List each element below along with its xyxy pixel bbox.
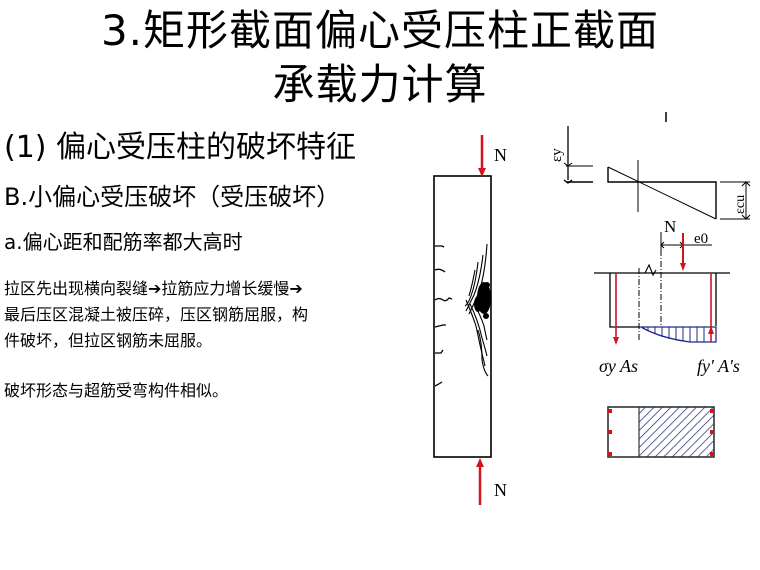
top-load-arrow-icon <box>478 135 486 177</box>
compression-stress-block <box>638 326 717 343</box>
failure-similarity-note: 破坏形态与超筋受弯构件相似。 <box>4 381 229 400</box>
paragraph-line: 最后压区混凝土被压碎，压区钢筋屈服，构 <box>4 305 309 324</box>
top-load-label: N <box>494 145 507 165</box>
section-load-arrow-icon <box>680 233 686 271</box>
paragraph-line: 件破坏，但拉区钢筋未屈服。 <box>4 331 213 350</box>
column-specimen: N N <box>433 135 507 505</box>
crushed-concrete-zone <box>474 282 491 319</box>
compression-force-label: fy' A's <box>697 356 740 376</box>
tension-rebar-force-arrow-icon <box>613 273 619 345</box>
slide-title-line2: 承载力计算 <box>272 60 488 109</box>
bottom-load-arrow-icon <box>476 458 484 505</box>
tension-cracks <box>434 245 453 387</box>
failure-process-paragraph: 拉区先出现横向裂缝➔拉筋应力增长缓慢➔ 最后压区混凝土被压碎，压区钢筋屈服，构 … <box>4 276 414 354</box>
bottom-load-label: N <box>494 480 507 500</box>
heading-failure-characteristics: (1) 偏心受压柱的破坏特征 <box>4 130 357 165</box>
strain-diagram <box>563 112 751 220</box>
section-load-label: N <box>664 217 676 236</box>
cross-section <box>607 406 715 458</box>
paragraph-line: 拉区先出现横向裂缝➔拉筋应力增长缓慢➔ <box>4 279 303 298</box>
compression-rebar-force-arrow-icon <box>708 273 714 342</box>
slide-title-line1: 3.矩形截面偏心受压柱正截面 <box>100 6 660 55</box>
heading-condition-a: a.偏心距和配筋率都大高时 <box>4 230 243 254</box>
rebar-dots <box>608 409 714 456</box>
heading-small-eccentric-failure: B.小偏心受压破坏（受压破坏） <box>4 183 341 211</box>
eccentricity-label: e0 <box>694 231 708 247</box>
tension-force-label: σy As <box>599 356 638 376</box>
ultimate-strain-label: εcu <box>733 195 748 214</box>
yield-strain-label: εy <box>549 148 565 162</box>
